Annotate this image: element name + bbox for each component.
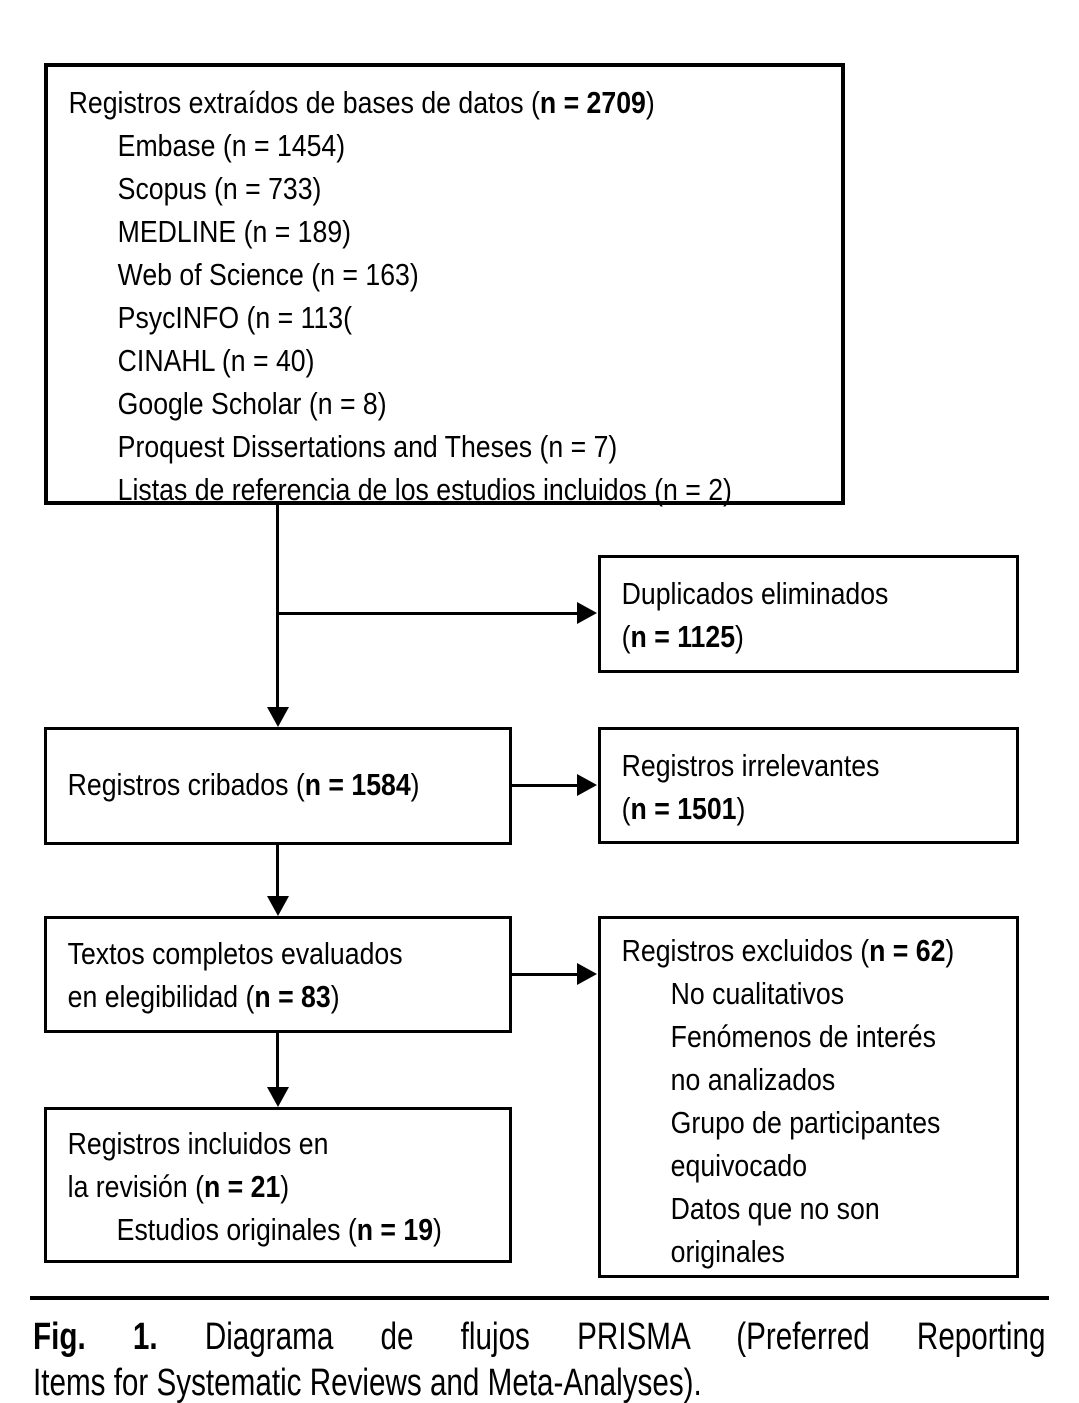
- fulltext-pre: en elegibilidad (: [67, 979, 255, 1014]
- caption-line1: Fig. 1. Diagrama de flujos PRISMA (Prefe…: [33, 1314, 1045, 1360]
- screened-post: ): [410, 767, 420, 802]
- excluded-reason: Fenómenos de interés: [670, 1019, 936, 1054]
- included-box: Registros incluidos en la revisión (n = …: [44, 1107, 512, 1263]
- source-item: Google Scholar (n = 8): [117, 386, 387, 421]
- source-item: Proquest Dissertations and Theses (n = 7…: [117, 429, 618, 464]
- source-item: Web of Science (n = 163): [117, 257, 419, 292]
- figure-caption-text: Fig. 1. Diagrama de flujos PRISMA (Prefe…: [33, 1314, 1045, 1403]
- sources-title-post: ): [645, 85, 655, 120]
- sources-title-n: n = 2709: [539, 85, 646, 120]
- arrow-right-icon: [577, 774, 597, 796]
- screened-content: Registros cribados (n = 1584): [47, 730, 509, 806]
- screened-n: n = 1584: [304, 767, 411, 802]
- excluded-reason: originales: [670, 1234, 785, 1269]
- source-item: CINAHL (n = 40): [117, 343, 315, 378]
- fulltext-box: Textos completos evaluados en elegibilid…: [44, 916, 512, 1033]
- arrow-to-excluded-shaft: [512, 973, 578, 976]
- duplicates-n: n = 1125: [630, 619, 736, 654]
- sources-title-pre: Registros extraídos de bases de datos (: [68, 85, 540, 120]
- included-post: ): [280, 1169, 290, 1204]
- arrow-right-icon: [577, 963, 597, 985]
- arrow-to-duplicates-shaft: [278, 612, 578, 615]
- figure-caption: Fig. 1. Diagrama de flujos PRISMA (Prefe…: [33, 1314, 1045, 1403]
- fulltext-n: n = 83: [254, 979, 331, 1014]
- screened-pre: Registros cribados (: [67, 767, 305, 802]
- excluded-reason: Datos que no son: [670, 1191, 880, 1226]
- original-post: ): [433, 1212, 442, 1247]
- fulltext-line2: en elegibilidad (n = 83): [68, 975, 509, 1018]
- arrow-to-irrelevant-shaft: [512, 784, 578, 787]
- arrow-sources-to-screened-shaft: [276, 505, 279, 709]
- arrow-down-icon: [267, 707, 289, 727]
- sources-box: Registros extraídos de bases de datos (n…: [44, 63, 845, 507]
- arrow-screened-to-fulltext-shaft: [276, 845, 279, 898]
- caption-divider: [30, 1296, 1049, 1300]
- original-pre: Estudios originales (: [116, 1212, 357, 1247]
- source-item: Embase (n = 1454): [117, 128, 346, 163]
- included-pre: la revisión (: [67, 1169, 204, 1204]
- duplicates-line1: Duplicados eliminados: [621, 576, 889, 611]
- arrow-down-icon: [267, 896, 289, 916]
- excluded-reason: equivocado: [670, 1148, 808, 1183]
- excluded-reason: No cualitativos: [670, 976, 845, 1011]
- figure-label: Fig. 1.: [33, 1316, 158, 1358]
- screened-box: Registros cribados (n = 1584): [44, 727, 512, 845]
- fulltext-post: ): [330, 979, 340, 1014]
- caption-line2: Items for Systematic Reviews and Meta-An…: [33, 1362, 702, 1403]
- irrelevant-line1: Registros irrelevantes: [621, 748, 880, 783]
- excluded-box: Registros excluidos (n = 62) No cualitat…: [598, 916, 1019, 1278]
- excluded-title-post: ): [945, 933, 955, 968]
- arrow-down-icon: [267, 1087, 289, 1107]
- duplicates-n-post: ): [735, 619, 744, 654]
- arrow-fulltext-to-included-shaft: [276, 1033, 279, 1089]
- excluded-content: Registros excluidos (n = 62) No cualitat…: [601, 919, 1016, 1273]
- screened-line: Registros cribados (n = 1584): [68, 763, 509, 806]
- duplicates-box: Duplicados eliminados (n = 1125): [598, 555, 1019, 673]
- excluded-title-pre: Registros excluidos (: [621, 933, 870, 968]
- irrelevant-content: Registros irrelevantes (n = 1501): [601, 730, 1016, 830]
- irrelevant-n: n = 1501: [630, 791, 737, 826]
- sources-title: Registros extraídos de bases de datos (n…: [69, 81, 841, 124]
- excluded-title-n: n = 62: [869, 933, 946, 968]
- duplicates-n-pre: (: [621, 619, 631, 654]
- included-n: n = 21: [203, 1169, 281, 1204]
- source-item: MEDLINE (n = 189): [117, 214, 352, 249]
- irrelevant-n-post: ): [736, 791, 746, 826]
- source-item: Scopus (n = 733): [117, 171, 322, 206]
- fulltext-line1: Textos completos evaluados: [67, 936, 403, 971]
- sources-content: Registros extraídos de bases de datos (n…: [48, 67, 841, 511]
- duplicates-count: (n = 1125): [622, 615, 1016, 658]
- sources-item-list: Embase (n = 1454) Scopus (n = 733) MEDLINE…: [69, 124, 841, 511]
- duplicates-content: Duplicados eliminados (n = 1125): [601, 558, 1016, 658]
- included-line1: Registros incluidos en: [67, 1126, 329, 1161]
- source-item: PsycINFO (n = 113(: [117, 300, 352, 335]
- original-n: n = 19: [356, 1212, 434, 1247]
- caption-line1-text: Diagrama de flujos PRISMA (Preferred Rep…: [204, 1316, 1046, 1358]
- fulltext-content: Textos completos evaluados en elegibilid…: [47, 919, 509, 1018]
- included-content: Registros incluidos en la revisión (n = …: [47, 1110, 509, 1251]
- arrow-right-icon: [577, 602, 597, 624]
- excluded-reason: no analizados: [670, 1062, 836, 1097]
- excluded-title: Registros excluidos (n = 62): [622, 929, 1016, 972]
- irrelevant-box: Registros irrelevantes (n = 1501): [598, 727, 1019, 844]
- irrelevant-count: (n = 1501): [622, 787, 1016, 830]
- source-item: Listas de referencia de los estudios inc…: [117, 472, 732, 507]
- excluded-reason: Grupo de participantes: [670, 1105, 941, 1140]
- included-line2: la revisión (n = 21): [68, 1165, 509, 1208]
- included-original-studies: Estudios originales (n = 19): [68, 1208, 509, 1251]
- irrelevant-n-pre: (: [621, 791, 631, 826]
